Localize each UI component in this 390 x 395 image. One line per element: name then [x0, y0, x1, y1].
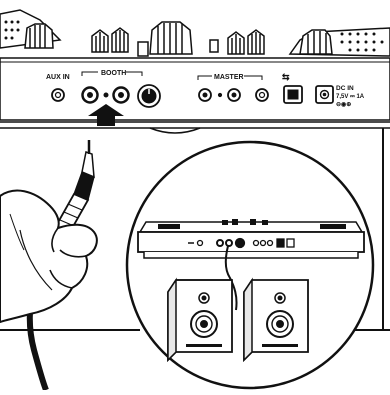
controller-top-controls	[0, 9, 390, 57]
small-slider	[209, 39, 219, 53]
left-deck-holes	[4, 20, 20, 40]
speaker-right-port	[262, 344, 298, 347]
master-rca-left-pin	[202, 92, 208, 98]
master-separator	[217, 92, 223, 98]
right-knob-ridges	[307, 31, 327, 54]
knob-ridges	[95, 30, 125, 52]
right-deck-holes	[340, 32, 384, 52]
booth-label: BOOTH	[101, 70, 126, 77]
booth-rca-right-pin	[118, 92, 124, 98]
panel-bottom-curve	[149, 127, 201, 134]
rca-plug-shield	[81, 151, 95, 179]
booth-label-group: BOOTH	[81, 70, 143, 77]
mini-controller	[137, 219, 365, 259]
panel-bottom-lip	[0, 121, 390, 129]
master-rca-right-pin	[231, 92, 237, 98]
speaker-left-side	[167, 277, 177, 362]
hand-fingers	[49, 227, 87, 289]
rear-ports	[51, 84, 334, 108]
booth-rca-left-pin	[87, 92, 93, 98]
speaker-right-side	[243, 277, 253, 362]
aux-in-jack-core	[54, 91, 62, 99]
dc-spec-label: 7,5V ⎓ 1A	[336, 94, 365, 100]
booth-bracket	[81, 71, 143, 76]
dc-in-port-pin	[322, 92, 327, 97]
center-knob	[149, 21, 193, 55]
rca-plug	[54, 140, 95, 234]
inset-circle	[125, 140, 375, 390]
master-bracket	[197, 75, 263, 80]
left-knob	[24, 23, 54, 49]
hand-icon	[0, 189, 98, 324]
aux-in-label: AUX IN	[46, 74, 70, 81]
hand-with-cable	[0, 140, 98, 392]
slider-cap	[137, 41, 149, 57]
dc-in-label: DC IN	[336, 85, 354, 92]
mini-controller-details	[158, 219, 346, 229]
master-label-group: MASTER	[197, 74, 263, 81]
controller-rear-panel	[0, 0, 390, 134]
knob-ridges-right	[231, 32, 261, 54]
left-knob-ridges	[29, 25, 46, 48]
hand-palm-line	[19, 229, 53, 291]
mini-controller-face	[137, 231, 365, 253]
booth-rca-separator	[103, 92, 109, 98]
speaker-right	[243, 277, 309, 363]
booth-to-speaker-cable	[224, 245, 238, 311]
master-label: MASTER	[214, 74, 244, 81]
speaker-left	[167, 277, 233, 363]
usb-symbol: ⇆	[282, 72, 290, 82]
up-arrow-icon	[88, 104, 124, 126]
mini-controller-ports	[196, 237, 295, 249]
dc-polarity-label: ⊖◉⊕	[336, 102, 351, 108]
speaker-left-port	[186, 344, 222, 347]
center-knob-ridges	[157, 23, 183, 54]
master-jack-core	[258, 91, 266, 99]
mini-controller-base	[143, 252, 359, 259]
usb-port-inner	[287, 89, 299, 100]
hand-shading	[9, 213, 25, 251]
